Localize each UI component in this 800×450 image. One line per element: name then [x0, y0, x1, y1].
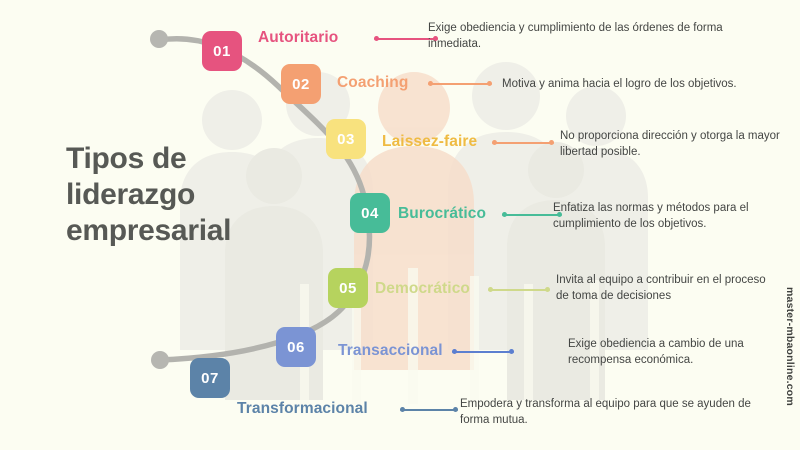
connector-dot-right: [509, 349, 514, 355]
page-title: Tipos de liderazgo empresarial: [66, 141, 296, 249]
step-chip-07[interactable]: 07: [190, 358, 230, 398]
watermark-text: master-mbaonline.com: [784, 287, 796, 406]
step-label-05: Democrático: [375, 280, 470, 297]
step-connector-01: [374, 34, 438, 43]
step-label-02: Coaching: [337, 74, 409, 91]
connector-dot-right: [487, 81, 492, 87]
step-chip-04[interactable]: 04: [350, 193, 390, 233]
step-connector-05: [488, 285, 550, 294]
step-connector-07: [400, 405, 458, 414]
step-number-07: 07: [201, 369, 219, 387]
step-label-03: Laissez-faire: [382, 133, 478, 150]
step-number-03: 03: [337, 130, 355, 148]
step-chip-03[interactable]: 03: [326, 119, 366, 159]
step-chip-05[interactable]: 05: [328, 268, 368, 308]
page-title-line-1: Tipos de: [66, 142, 187, 175]
step-label-06: Transaccional: [338, 342, 443, 359]
step-connector-03: [492, 138, 554, 147]
connector-dot-left: [452, 349, 457, 355]
step-description-03: No proporciona dirección y otorga la may…: [560, 130, 780, 158]
connector-bar: [452, 351, 514, 353]
step-description-05: Invita al equipo a contribuir en el proc…: [556, 274, 766, 302]
connector-dot-right: [433, 36, 438, 42]
step-number-06: 06: [287, 338, 305, 356]
connector-dot-left: [502, 212, 507, 218]
path-end-dot: [151, 351, 169, 369]
connector-dot-left: [492, 140, 497, 146]
page-title-line-3: empresarial: [66, 214, 232, 247]
connector-bar: [400, 409, 458, 411]
connector-bar: [428, 83, 492, 85]
step-number-05: 05: [339, 279, 357, 297]
connector-dot-right: [549, 140, 554, 146]
connector-dot-left: [400, 407, 405, 413]
step-chip-06[interactable]: 06: [276, 327, 316, 367]
connector-dot-left: [428, 81, 433, 87]
connector-bar: [488, 289, 550, 291]
step-description-01: Exige obediencia y cumplimiento de las ó…: [428, 22, 723, 50]
step-description-07: Empodera y transforma al equipo para que…: [460, 398, 751, 426]
step-label-04: Burocrático: [398, 205, 487, 222]
connector-dot-right: [545, 287, 550, 293]
path-start-dot: [150, 30, 168, 48]
connector-dot-left: [488, 287, 493, 293]
step-chip-01[interactable]: 01: [202, 31, 242, 71]
step-description-06: Exige obediencia a cambio de una recompe…: [568, 338, 744, 366]
step-chip-02[interactable]: 02: [281, 64, 321, 104]
page-title-line-2: liderazgo: [66, 178, 195, 211]
step-connector-06: [452, 347, 514, 356]
step-connector-02: [428, 79, 492, 88]
connector-dot-left: [374, 36, 379, 42]
step-label-07: Transformacional: [237, 400, 368, 417]
step-description-04: Enfatiza las normas y métodos para el cu…: [553, 202, 749, 230]
connector-dot-right: [453, 407, 458, 413]
step-number-02: 02: [292, 75, 310, 93]
step-number-01: 01: [213, 42, 231, 60]
connector-bar: [374, 38, 438, 40]
connector-bar: [492, 142, 554, 144]
step-label-01: Autoritario: [258, 29, 339, 46]
step-number-04: 04: [361, 204, 379, 222]
step-description-02: Motiva y anima hacia el logro de los obj…: [502, 78, 737, 90]
